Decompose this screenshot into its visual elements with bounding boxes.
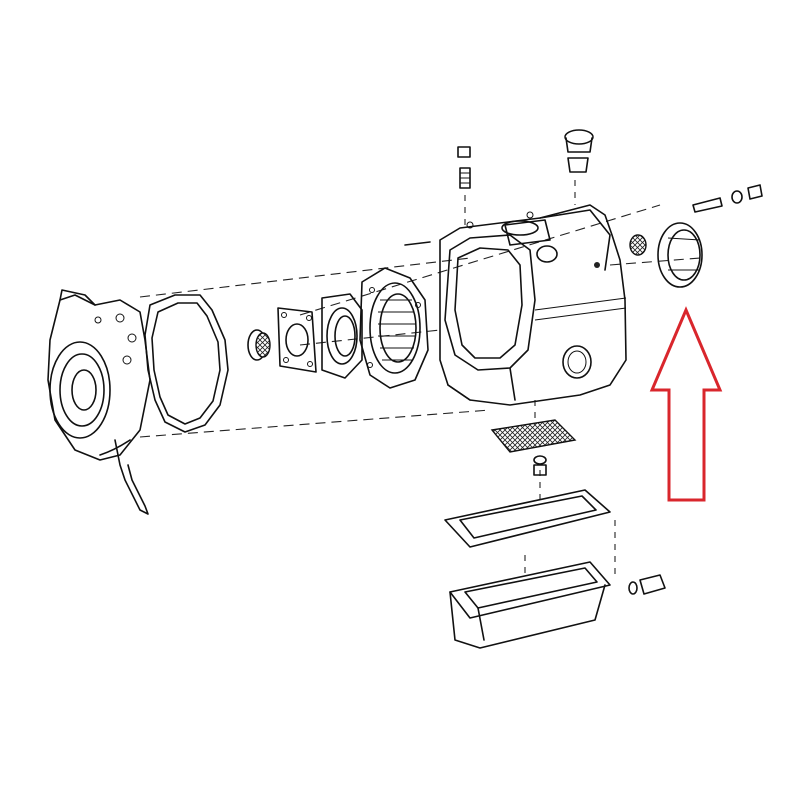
front-plate: [359, 267, 429, 389]
assembly-lines: [139, 180, 701, 575]
rear-oil-seal: [629, 222, 703, 288]
cover-gasket: [144, 294, 229, 433]
bearing-retainer: [321, 293, 363, 379]
small-seal: [247, 329, 271, 361]
gearbox-housing: [439, 204, 627, 406]
flat-plate: [277, 307, 317, 373]
highlight-arrow: [649, 306, 723, 502]
stud-bolt: [404, 146, 471, 246]
sump-gasket: [444, 489, 611, 548]
front-cover: [47, 289, 151, 515]
oil-sump: [449, 561, 611, 649]
drain-plug: [628, 574, 666, 595]
strainer-bolt: [533, 455, 547, 476]
oil-strainer: [490, 419, 577, 453]
filler-plug: [564, 129, 594, 173]
rear-bolt-washer: [692, 184, 763, 213]
